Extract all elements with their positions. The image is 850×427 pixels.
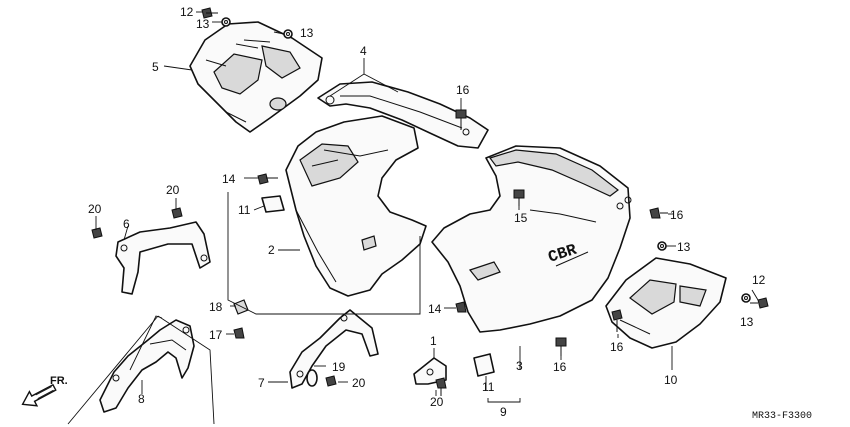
bracket-part-6	[115, 221, 211, 295]
callout-7: 7	[258, 376, 265, 390]
callout-15: 15	[514, 211, 528, 225]
callout-17: 17	[209, 328, 223, 342]
callout-1: 1	[430, 334, 437, 348]
bracket-part-7	[289, 309, 379, 389]
callout-4: 4	[360, 44, 367, 58]
leader-lines	[67, 11, 759, 425]
inner-panel-part-5	[189, 21, 323, 133]
callout-13: 13	[196, 17, 210, 31]
callout-2: 2	[268, 243, 275, 257]
callout-12: 12	[752, 273, 766, 287]
pad-part-11-left	[261, 195, 285, 213]
callout-20: 20	[430, 395, 444, 409]
callout-20: 20	[352, 376, 366, 390]
callout-16: 16	[553, 360, 567, 374]
callout-19: 19	[332, 360, 346, 374]
callout-5: 5	[152, 60, 159, 74]
callout-8: 8	[138, 392, 145, 406]
front-direction-arrow	[21, 383, 57, 407]
lower-cowl-part-3	[431, 145, 632, 333]
callout-13: 13	[740, 315, 754, 329]
callout-14: 14	[428, 302, 442, 316]
callout-16: 16	[670, 208, 684, 222]
callout-10: 10	[664, 373, 678, 387]
callout-11: 11	[238, 203, 251, 217]
middle-cowl-part-2	[285, 115, 427, 297]
diagram-code: MR33-F3300	[752, 411, 812, 422]
callout-20: 20	[88, 202, 102, 216]
callout-3: 3	[516, 359, 523, 373]
upper-stay-part-4	[317, 81, 489, 149]
front-direction-label: FR.	[50, 375, 68, 387]
callout-16: 16	[610, 340, 624, 354]
callout-9: 9	[500, 405, 507, 419]
callouts: 12 13 13 5 4 16 14 11 2 15 16 13 12 13 1…	[88, 5, 766, 419]
callout-18: 18	[209, 300, 223, 314]
callout-13: 13	[300, 26, 314, 40]
bracket-part-8	[99, 319, 195, 413]
callout-16: 16	[456, 83, 470, 97]
pad-part-11-right	[473, 353, 495, 377]
callout-13: 13	[677, 240, 691, 254]
callout-14: 14	[222, 172, 236, 186]
callout-12: 12	[180, 5, 194, 19]
callout-20: 20	[166, 183, 180, 197]
fasteners	[91, 7, 769, 396]
inner-panel-part-10	[605, 257, 727, 349]
callout-11: 11	[482, 380, 495, 394]
callout-6: 6	[123, 217, 130, 231]
